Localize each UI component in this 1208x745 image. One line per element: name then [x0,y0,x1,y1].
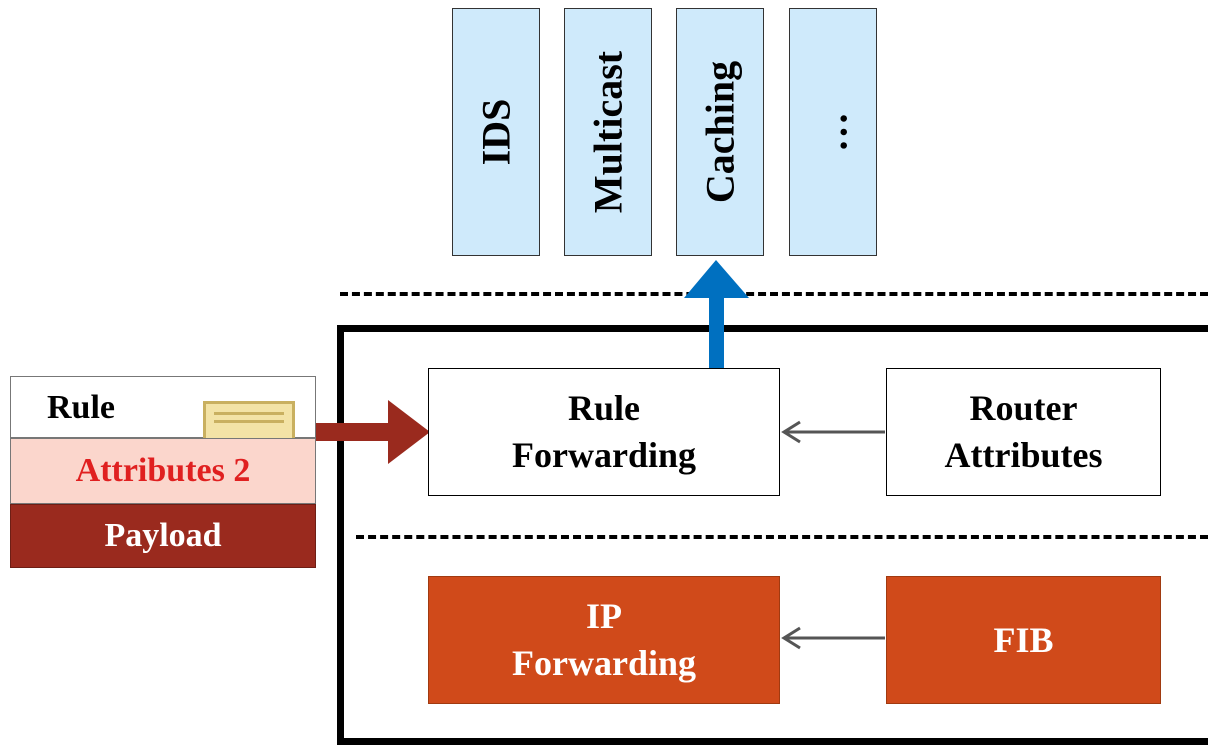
rule-forwarding-line2: Forwarding [512,435,696,475]
ip-forwarding-line2: Forwarding [512,643,696,683]
service-layer-divider [340,292,1208,296]
rule-forwarding-box: Rule Forwarding [428,368,780,496]
packet-rule-field: Rule [10,376,316,443]
plane-divider [356,535,1208,539]
ip-forwarding-line1: IP [586,596,622,637]
rule-forwarding-line1: Rule [568,388,640,429]
packet-attributes-label: Attributes 2 [75,452,251,489]
ip-forwarding-box: IP Forwarding [428,576,780,704]
packet-rule-label: Rule [47,389,115,426]
up-arrow [684,260,749,368]
fib-label: FIB [993,619,1054,660]
packet-payload-label: Payload [104,517,222,554]
service-caching: Caching [676,8,764,256]
service-more: … [789,8,877,256]
router-frame [337,325,1208,745]
router-attributes-line2: Attributes [944,435,1103,475]
service-multicast: Multicast [564,8,652,256]
attributes-to-rule-arrow [781,420,885,444]
packet-payload-field: Payload [10,504,316,568]
fib-to-ip-arrow [781,626,885,650]
packet-arrow [316,400,430,464]
router-attributes-box: Router Attributes [886,368,1161,496]
certificate-icon [203,401,295,443]
packet-attributes-field: Attributes 2 [10,438,316,504]
router-attributes-line1: Router [969,388,1078,429]
fib-box: FIB [886,576,1161,704]
service-ids: IDS [452,8,540,256]
